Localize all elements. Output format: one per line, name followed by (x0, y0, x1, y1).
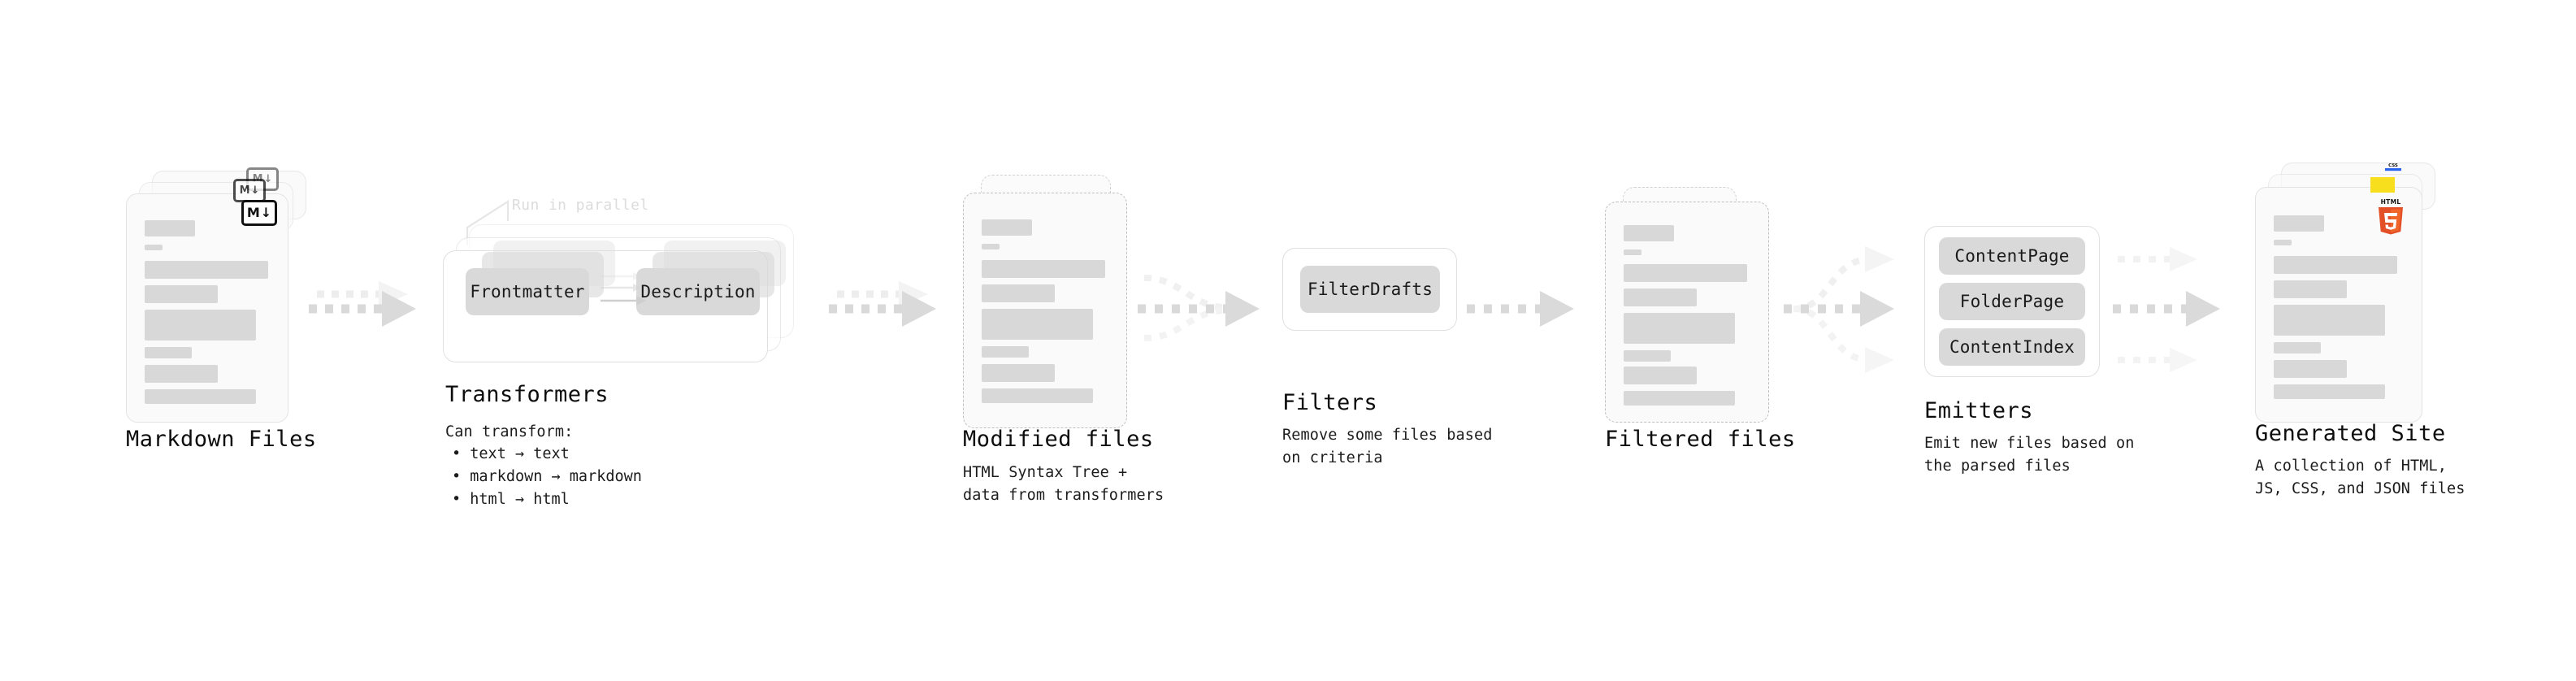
markdown-file-card-front (126, 193, 288, 423)
markdown-icon-mid: M↓ (233, 179, 266, 202)
filtered-files-stack (1605, 187, 1792, 431)
css3-icon: CSS (2383, 161, 2403, 172)
arrow-modified-to-filters (1138, 260, 1300, 374)
transformers-bullet-2: • html → html (452, 491, 570, 509)
arrow-markdown-to-transformers (309, 268, 455, 358)
js-icon (2370, 177, 2395, 193)
html5-icon: HTML (2374, 197, 2408, 236)
arrow-transformers-to-modified (829, 268, 975, 358)
emitters-desc: Emit new files based on the parsed files (1924, 435, 2135, 475)
generated-site-desc: A collection of HTML, JS, CSS, and JSON … (2255, 458, 2465, 498)
svg-text:HTML: HTML (2381, 198, 2401, 206)
chip-folderpage[interactable]: FolderPage (1939, 283, 2085, 320)
markdown-files-stack: M↓ M↓ M↓ (126, 167, 313, 423)
markdown-icon-front: M↓ (241, 200, 277, 226)
modified-files-desc: HTML Syntax Tree + data from transformer… (963, 464, 1164, 505)
generated-site-title: Generated Site (2255, 421, 2446, 446)
run-in-parallel-bracket (466, 199, 510, 245)
chip-description[interactable]: Description (636, 268, 760, 315)
chip-filterdrafts[interactable]: FilterDrafts (1300, 266, 1440, 313)
filtered-files-title: Filtered files (1605, 427, 1796, 452)
chip-frontmatter[interactable]: Frontmatter (466, 268, 589, 315)
svg-text:CSS: CSS (2388, 163, 2398, 168)
chip-contentpage[interactable]: ContentPage (1939, 237, 2085, 275)
transformers-desc: Can transform: (445, 423, 574, 440)
modified-files-stack (963, 175, 1150, 435)
transformers-group: Run in parallel Frontmatter Description (443, 197, 817, 388)
filters-desc: Remove some files based on criteria (1282, 427, 1493, 467)
arrow-filters-to-filtered (1467, 272, 1605, 345)
chip-contentindex[interactable]: ContentIndex (1939, 328, 2085, 366)
modified-file-card-front (963, 193, 1127, 428)
filters-title: Filters (1282, 390, 1378, 415)
emitters-title: Emitters (1924, 398, 2034, 423)
transformers-bullet-0: • text → text (452, 445, 570, 462)
transformers-title: Transformers (445, 382, 609, 407)
modified-files-title: Modified files (963, 427, 1154, 452)
transformer-inner-arrows (601, 272, 646, 306)
filters-group: FilterDrafts (1282, 248, 1457, 333)
filtered-file-card-front (1605, 202, 1769, 423)
run-in-parallel-label: Run in parallel (512, 197, 649, 214)
arrow-filtered-to-emitters (1784, 232, 1954, 394)
transformers-bullet-1: • markdown → markdown (452, 468, 642, 486)
transformers-bullets: • text → text • markdown → markdown • ht… (452, 443, 642, 511)
emitters-group: ContentPage FolderPage ContentIndex (1924, 226, 2100, 379)
markdown-icon-arrow: ↓ (263, 173, 273, 185)
markdown-files-title: Markdown Files (126, 427, 317, 452)
generated-site-stack: CSS HTML (2255, 163, 2450, 423)
arrow-emitters-to-site (2113, 232, 2267, 394)
